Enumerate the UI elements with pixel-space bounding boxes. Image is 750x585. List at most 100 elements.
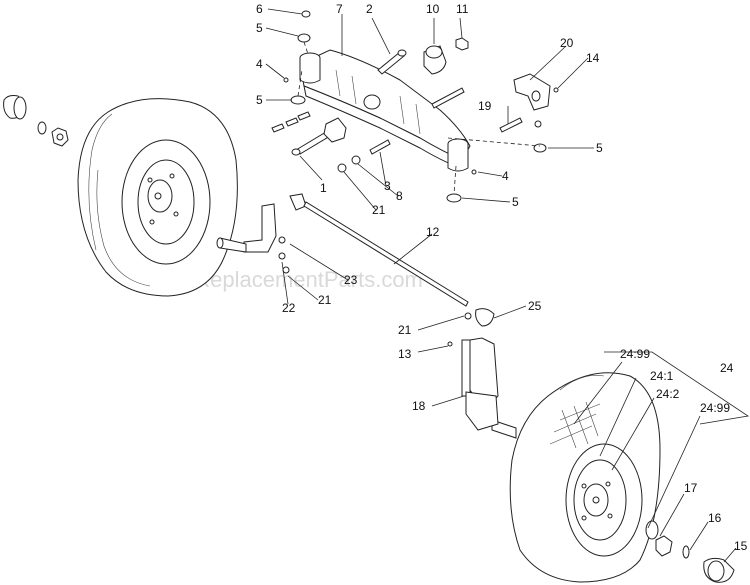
callout-3: 3 xyxy=(384,179,391,193)
front-axle-assembly xyxy=(271,10,559,203)
callout-21: 21 xyxy=(318,293,332,307)
left-lug xyxy=(147,177,153,183)
left-hub-cap-face xyxy=(13,96,27,120)
tie-rod xyxy=(303,201,469,307)
callout-16: 16 xyxy=(708,511,722,525)
left-lug xyxy=(173,211,179,217)
watermark-text: eReplacementParts.com xyxy=(182,267,423,292)
callout-13: 13 xyxy=(398,347,412,361)
callout-4: 4 xyxy=(256,57,263,71)
washer xyxy=(290,95,306,105)
callout-5: 5 xyxy=(596,141,603,155)
left-tie-end-nut xyxy=(278,252,286,260)
callout-5: 5 xyxy=(256,93,263,107)
pivot-bolt-head xyxy=(397,49,407,57)
callout-24-1: 24:1 xyxy=(650,369,674,383)
left-spindle-shaft-end xyxy=(216,237,224,249)
right-hub-cap-face xyxy=(707,560,725,582)
right-spindle-body xyxy=(465,391,499,431)
callout-6: 6 xyxy=(256,2,263,16)
left-tie-end-nut xyxy=(282,266,290,274)
callout-5: 5 xyxy=(256,21,263,35)
callout-12: 12 xyxy=(426,225,440,239)
callout-4: 4 xyxy=(502,169,509,183)
left-washer xyxy=(37,121,47,135)
right-lug xyxy=(607,513,613,519)
callout-7: 7 xyxy=(336,2,343,16)
right-tire-tread xyxy=(559,375,605,391)
callout-21: 21 xyxy=(372,203,386,217)
lower-pivot-bolt-head xyxy=(291,148,301,156)
grease-fitting xyxy=(283,77,289,83)
left-tie-end-nut xyxy=(278,236,286,244)
callout-25: 25 xyxy=(528,299,542,313)
left-tire-tread xyxy=(96,169,151,287)
right-spindle xyxy=(447,337,517,439)
washer xyxy=(446,193,462,203)
callout-10: 10 xyxy=(426,2,440,16)
nut xyxy=(337,163,347,173)
callout-5: 5 xyxy=(512,195,519,209)
callout-8: 8 xyxy=(396,189,403,203)
nut-14 xyxy=(553,87,559,93)
bolt-small xyxy=(297,111,311,121)
left-spindle-arm xyxy=(243,203,277,253)
nut xyxy=(351,155,361,165)
axle-pivot-bore xyxy=(363,94,381,110)
axle-washer xyxy=(682,545,690,559)
callout-18: 18 xyxy=(412,399,426,413)
callout-17: 17 xyxy=(684,481,698,495)
washer-small xyxy=(534,120,542,128)
callout-14: 14 xyxy=(586,51,600,65)
right-wheel-assembly xyxy=(509,351,750,583)
right-lug xyxy=(581,483,587,489)
pivot-nut xyxy=(455,37,469,51)
right-lug xyxy=(605,481,611,487)
bolt-19 xyxy=(499,117,523,133)
left-nut-hole xyxy=(56,133,64,141)
steering-bracket xyxy=(513,73,551,111)
bolt-small xyxy=(271,123,285,133)
bolt-small xyxy=(285,117,299,127)
callout-2: 2 xyxy=(366,2,373,16)
callout-11: 11 xyxy=(456,2,469,16)
tie-rod-end xyxy=(475,308,495,327)
callout-20: 20 xyxy=(560,36,574,50)
left-wheel-assembly xyxy=(3,95,238,297)
left-hub-bolt xyxy=(154,192,162,200)
leader-lines xyxy=(265,8,737,563)
washer xyxy=(297,33,311,43)
left-spindle xyxy=(216,193,307,274)
axle-pin xyxy=(369,139,391,155)
right-lug xyxy=(581,515,587,521)
callout-22: 22 xyxy=(282,301,296,315)
axle-beam-rib xyxy=(335,69,421,135)
left-tie-end xyxy=(289,193,307,211)
left-tire-sidewall xyxy=(88,113,113,251)
right-spindle-pin xyxy=(447,341,453,347)
left-spindle-boss-side xyxy=(299,58,321,84)
lower-bushing xyxy=(323,117,347,143)
bearing xyxy=(645,520,659,540)
callout-21: 21 xyxy=(398,323,412,337)
callout-24: 24 xyxy=(720,361,734,375)
callout-24-2: 24:2 xyxy=(656,387,680,401)
clip xyxy=(301,10,311,18)
callout-1: 1 xyxy=(320,181,327,195)
left-lug xyxy=(149,219,155,225)
steering-bracket-hole xyxy=(531,90,541,102)
group-bracket xyxy=(604,351,750,425)
callout-19: 19 xyxy=(478,99,492,113)
washer xyxy=(533,143,547,153)
callout-24-99: 24:99 xyxy=(620,347,650,361)
callout-labels: 6 7 2 10 11 5 4 5 20 14 19 5 4 5 3 8 1 2… xyxy=(256,2,748,553)
callout-23: 23 xyxy=(344,273,358,287)
grease-fitting xyxy=(471,169,477,175)
pivot-bushing-end xyxy=(425,45,443,59)
left-lug xyxy=(169,173,175,179)
axle-nut xyxy=(655,535,673,557)
right-hub-bolt xyxy=(592,496,600,504)
right-spindle-king-pin xyxy=(461,339,471,397)
callout-15: 15 xyxy=(734,539,748,553)
